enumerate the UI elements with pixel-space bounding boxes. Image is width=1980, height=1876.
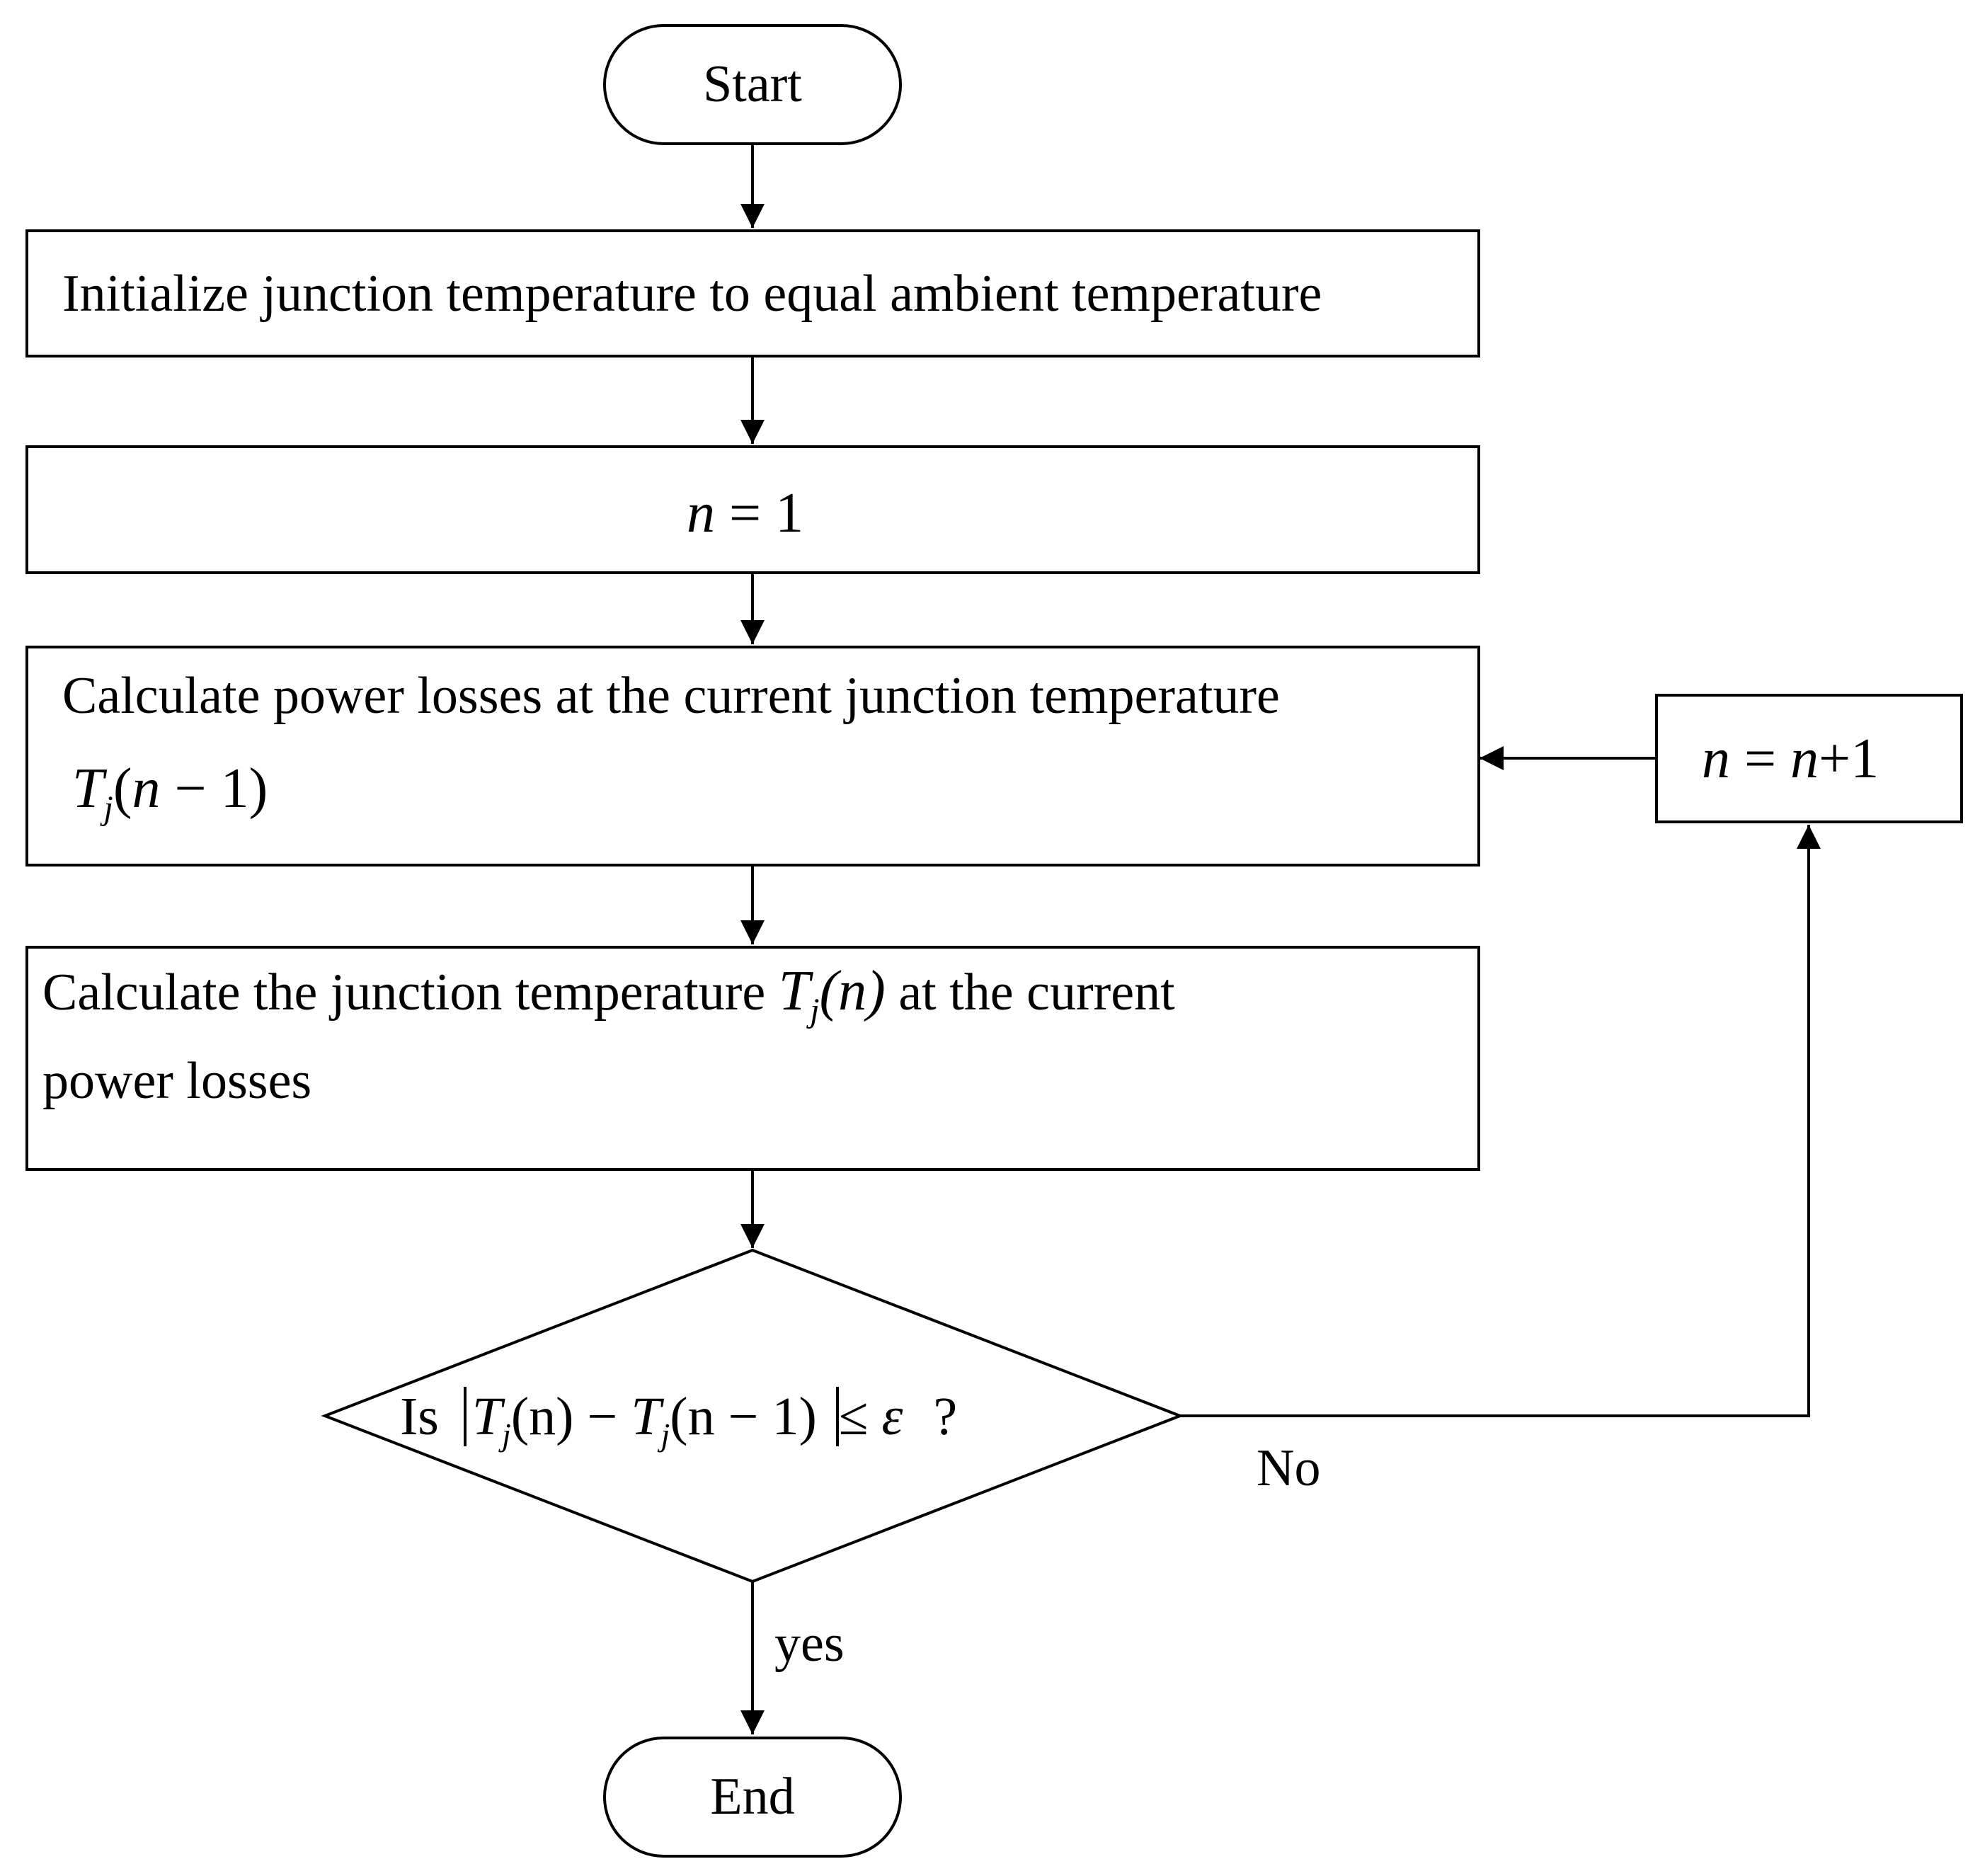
increment-label: n = n+1 xyxy=(1702,731,1879,787)
start-terminal: Start xyxy=(603,24,902,145)
calc-temp-formula: Tj(n) xyxy=(778,960,886,1027)
calc-temp-process: Calculate the junction temperature Tj(n)… xyxy=(25,946,1480,1171)
plus-sign: + xyxy=(1819,728,1851,790)
minus-sign: − xyxy=(573,1387,631,1446)
T1-symbol: T xyxy=(471,1387,503,1446)
leq-sign: ≤ xyxy=(838,1387,882,1446)
one-value: 1 xyxy=(220,757,249,820)
arrow-decision-to-increment xyxy=(1180,825,1821,1417)
n-symbol: n xyxy=(132,757,161,820)
decision-label: Is Tj(n) − Tj(n − 1) ≤ ε ? xyxy=(400,1386,957,1453)
one-value: 1 xyxy=(1850,728,1879,790)
arg1: (n) xyxy=(510,1387,574,1446)
calc-temp-line1-post: at the current xyxy=(885,963,1175,1022)
n-init-process: n = 1 xyxy=(25,445,1480,574)
calc-power-formula: Tj(n − 1) xyxy=(72,760,268,825)
equals-sign: = xyxy=(1730,728,1791,790)
calc-temp-line2: power losses xyxy=(42,1052,312,1110)
calc-power-process: Calculate power losses at the current ju… xyxy=(25,646,1480,866)
start-label: Start xyxy=(703,55,802,113)
arg2: (n − 1) xyxy=(670,1387,817,1446)
one-value: 1 xyxy=(775,482,804,544)
T-symbol: T xyxy=(778,960,811,1022)
lhs-n: n xyxy=(1702,728,1730,790)
n-init-label: n = 1 xyxy=(687,485,803,542)
yes-edge-label: yes xyxy=(774,1615,845,1673)
j2-subscript: j xyxy=(660,1416,670,1453)
j-subscript: j xyxy=(810,991,820,1029)
T-symbol: T xyxy=(72,757,104,820)
calc-temp-line1: Calculate the junction temperature Tj(n)… xyxy=(42,963,1175,1028)
calc-power-line1: Calculate power losses at the current ju… xyxy=(62,667,1280,725)
no-edge-label: No xyxy=(1257,1439,1321,1497)
minus-sign: − xyxy=(160,757,221,820)
open-paren: ( xyxy=(113,757,132,820)
increment-process: n = n+1 xyxy=(1655,694,1963,823)
j-subscript: j xyxy=(103,789,113,827)
n-variable: n xyxy=(687,482,715,544)
is-text: Is xyxy=(400,1387,439,1446)
rhs-n: n xyxy=(1790,728,1819,790)
init-process: Initialize junction temperature to equal… xyxy=(25,229,1480,358)
end-terminal: End xyxy=(603,1737,902,1858)
epsilon-symbol: ε xyxy=(881,1387,903,1446)
j1-subscript: j xyxy=(502,1416,511,1453)
T2-symbol: T xyxy=(631,1387,661,1446)
question-mark: ? xyxy=(933,1387,958,1446)
end-label: End xyxy=(710,1768,795,1826)
equals-sign: = xyxy=(729,482,762,544)
calc-temp-line1-pre: Calculate the junction temperature xyxy=(42,963,779,1022)
abs-expression: Tj(n) − Tj(n − 1) xyxy=(463,1387,839,1453)
n-arg: (n) xyxy=(819,960,886,1022)
close-paren: ) xyxy=(248,757,268,820)
init-label: Initialize junction temperature to equal… xyxy=(62,265,1322,323)
